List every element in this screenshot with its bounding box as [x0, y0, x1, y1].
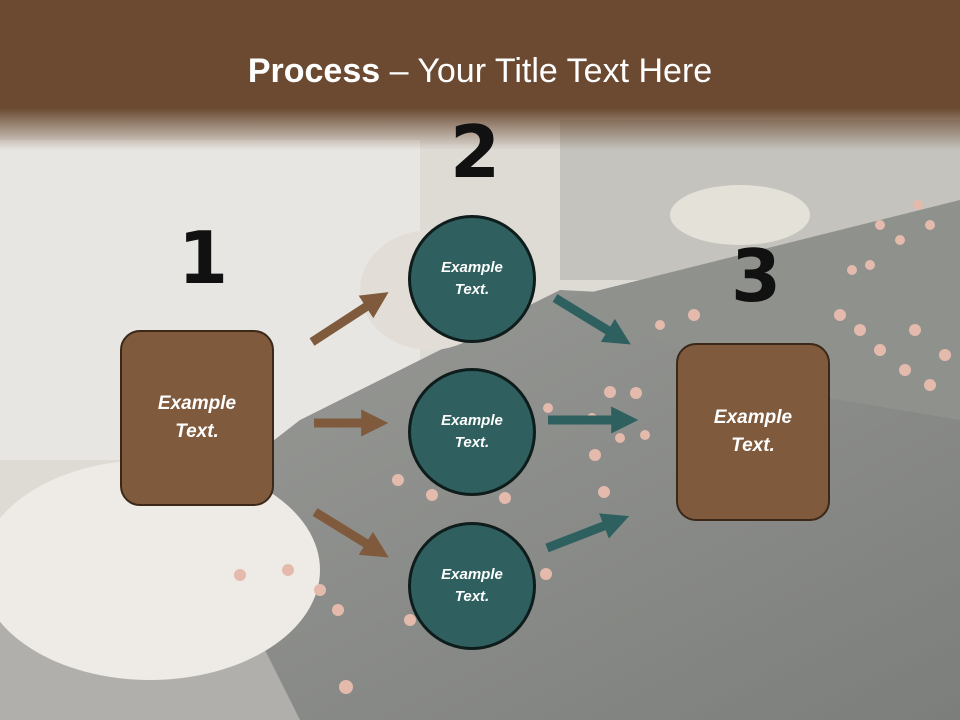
circle-bottom-text: Example Text.	[441, 565, 503, 606]
circle-top[interactable]: Example Text.	[408, 215, 536, 343]
arrow-top-to-3	[552, 294, 631, 345]
circle-top-text: Example Text.	[441, 258, 503, 299]
title-bold: Process	[247, 52, 381, 90]
step-number-2: 2	[450, 110, 501, 194]
circle-middle[interactable]: Example Text.	[408, 368, 536, 496]
step-number-3: 3	[731, 234, 782, 318]
arrow-1-to-top	[309, 292, 389, 346]
step-box-3-text: Example Text.	[713, 406, 793, 457]
step-box-1[interactable]: Example Text.	[120, 330, 274, 506]
circle-bottom[interactable]: Example Text.	[408, 522, 536, 650]
arrow-bottom-to-3	[545, 513, 630, 553]
circle-middle-text: Example Text.	[441, 411, 503, 452]
step-box-3[interactable]: Example Text.	[676, 343, 830, 521]
slide-title: Process – Your Title Text Here	[0, 52, 960, 91]
step-box-1-text: Example Text.	[157, 392, 237, 443]
step-number-1: 1	[178, 216, 229, 300]
title-rest: – Your Title Text Here	[380, 52, 713, 90]
arrow-1-to-bottom	[312, 508, 389, 558]
